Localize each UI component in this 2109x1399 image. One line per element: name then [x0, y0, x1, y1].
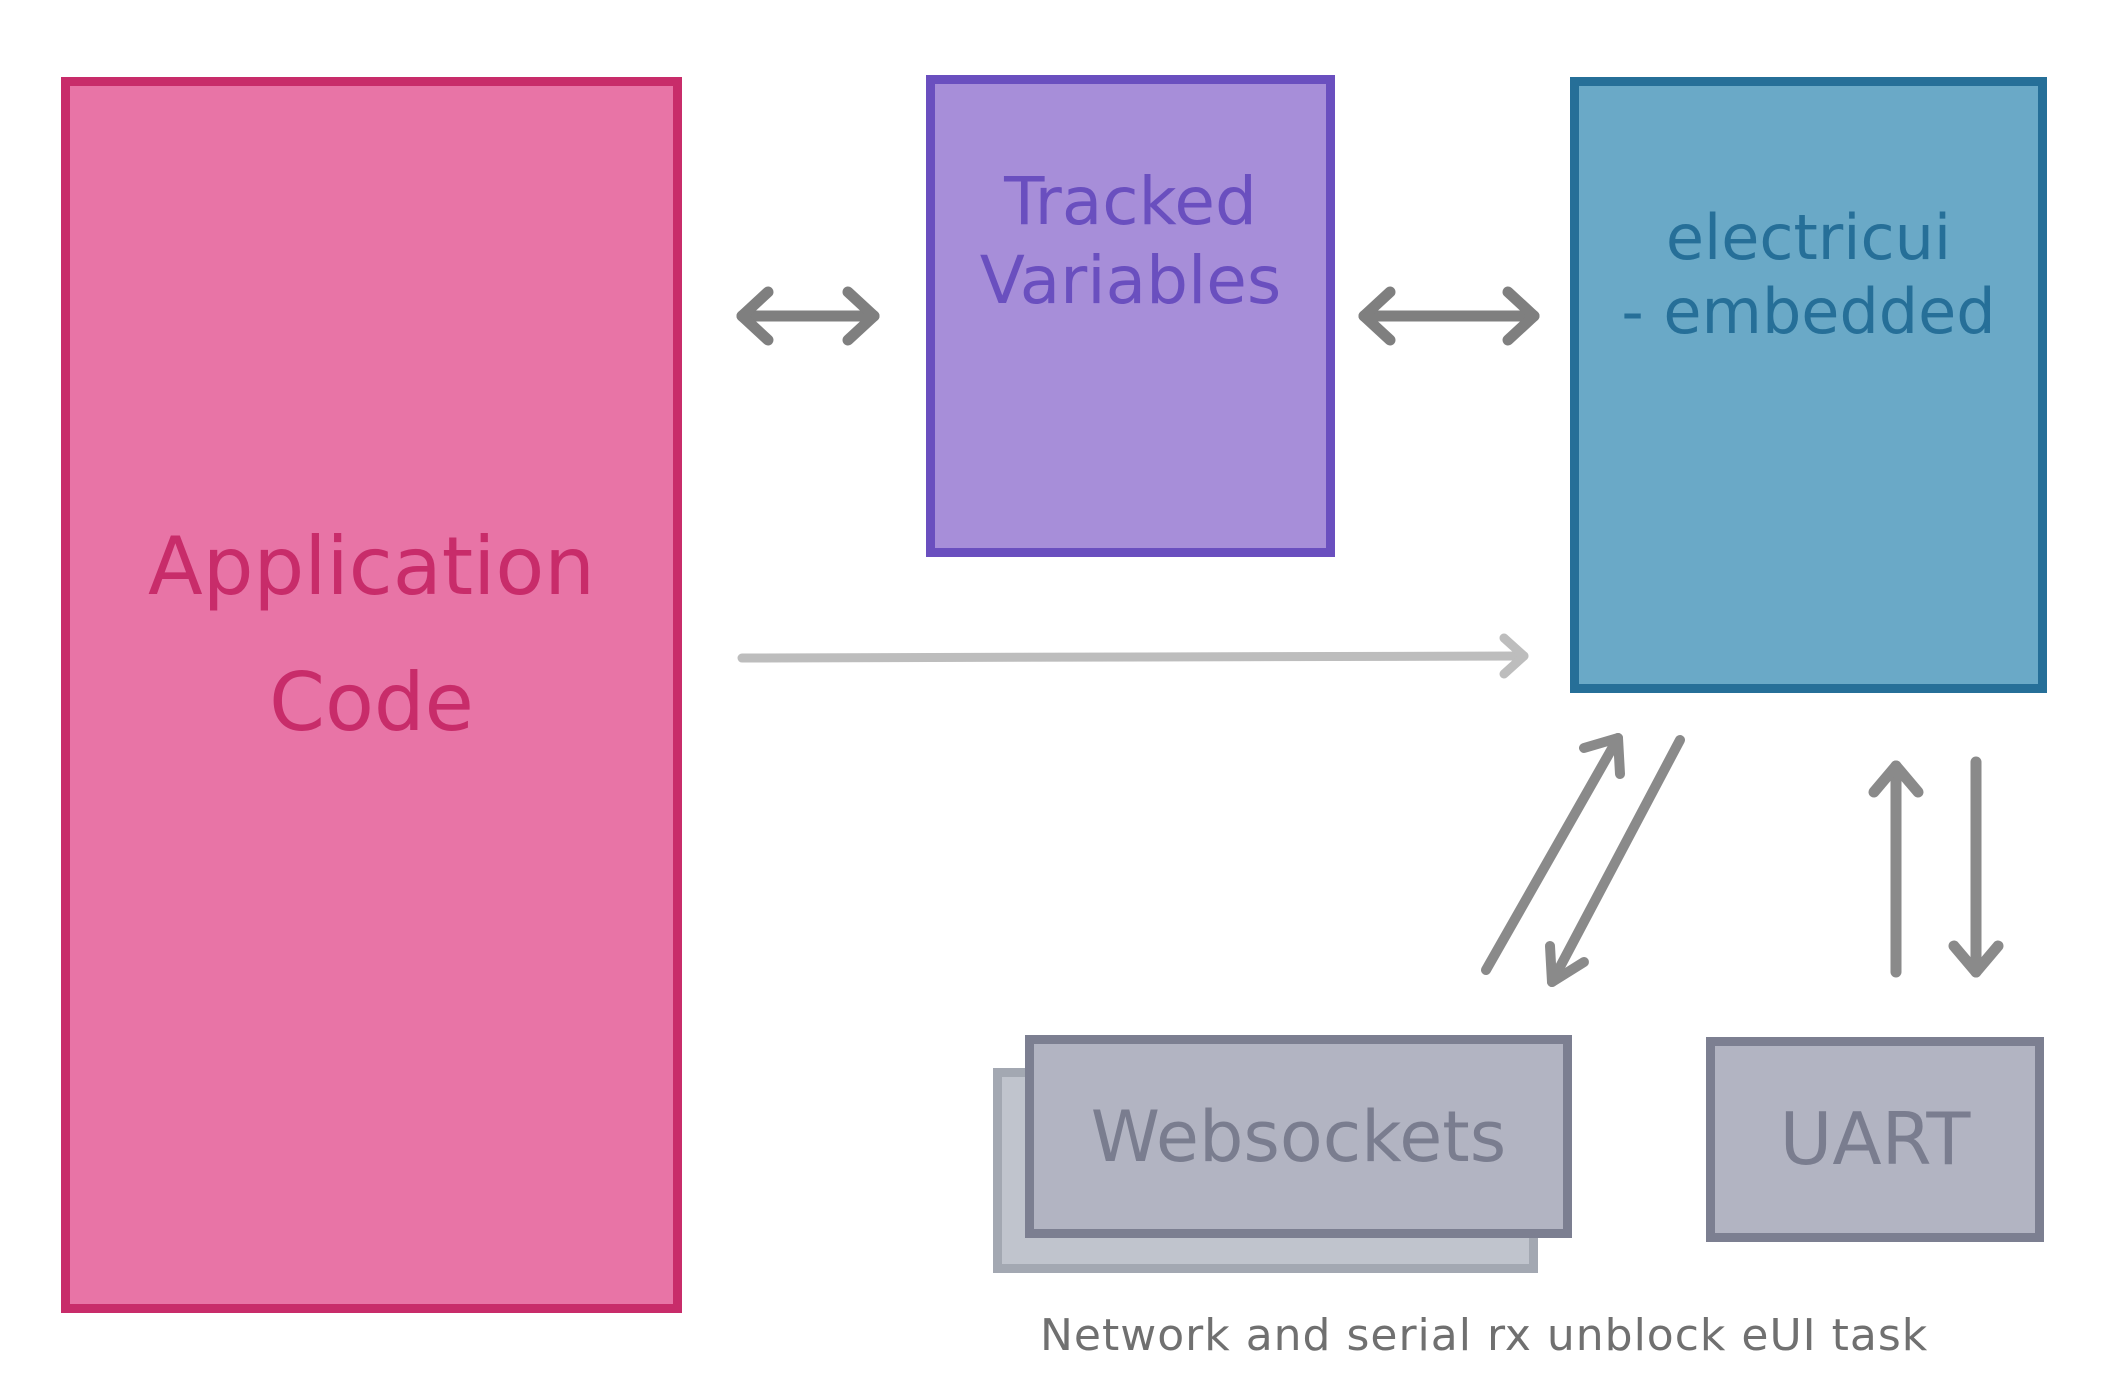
application-code-box: Application Code [61, 77, 682, 1313]
tracked-variables-box: Tracked Variables [926, 75, 1335, 557]
websockets-to-eui-arrow [1481, 733, 1625, 975]
uart-to-eui-arrow [1868, 760, 1924, 978]
uart-label: UART [1779, 1097, 1971, 1182]
eui-to-uart-arrow [1948, 756, 2004, 978]
diagram-caption: Network and serial rx unblock eUI task [1040, 1310, 1929, 1361]
app-tracked-bidirectional-arrow [736, 286, 880, 346]
tracked-eui-bidirectional-arrow [1358, 286, 1540, 346]
websockets-label: Websockets [1090, 1095, 1507, 1178]
eui-to-websockets-arrow [1545, 735, 1685, 987]
application-code-label-line-2: Code [269, 656, 474, 749]
tracked-variables-label-line-2: Variables [979, 242, 1282, 319]
electricui-embedded-label-line-1: electricui [1665, 200, 1952, 274]
websockets-box: Websockets [1025, 1035, 1572, 1238]
electricui-embedded-box: electricui - embedded [1570, 77, 2047, 693]
application-code-label-line-1: Application [148, 520, 595, 613]
app-to-eui-arrow [737, 633, 1529, 679]
electricui-embedded-label-line-2: - embedded [1621, 275, 1996, 348]
uart-box: UART [1706, 1037, 2044, 1242]
tracked-variables-label-line-1: Tracked [1004, 162, 1257, 240]
